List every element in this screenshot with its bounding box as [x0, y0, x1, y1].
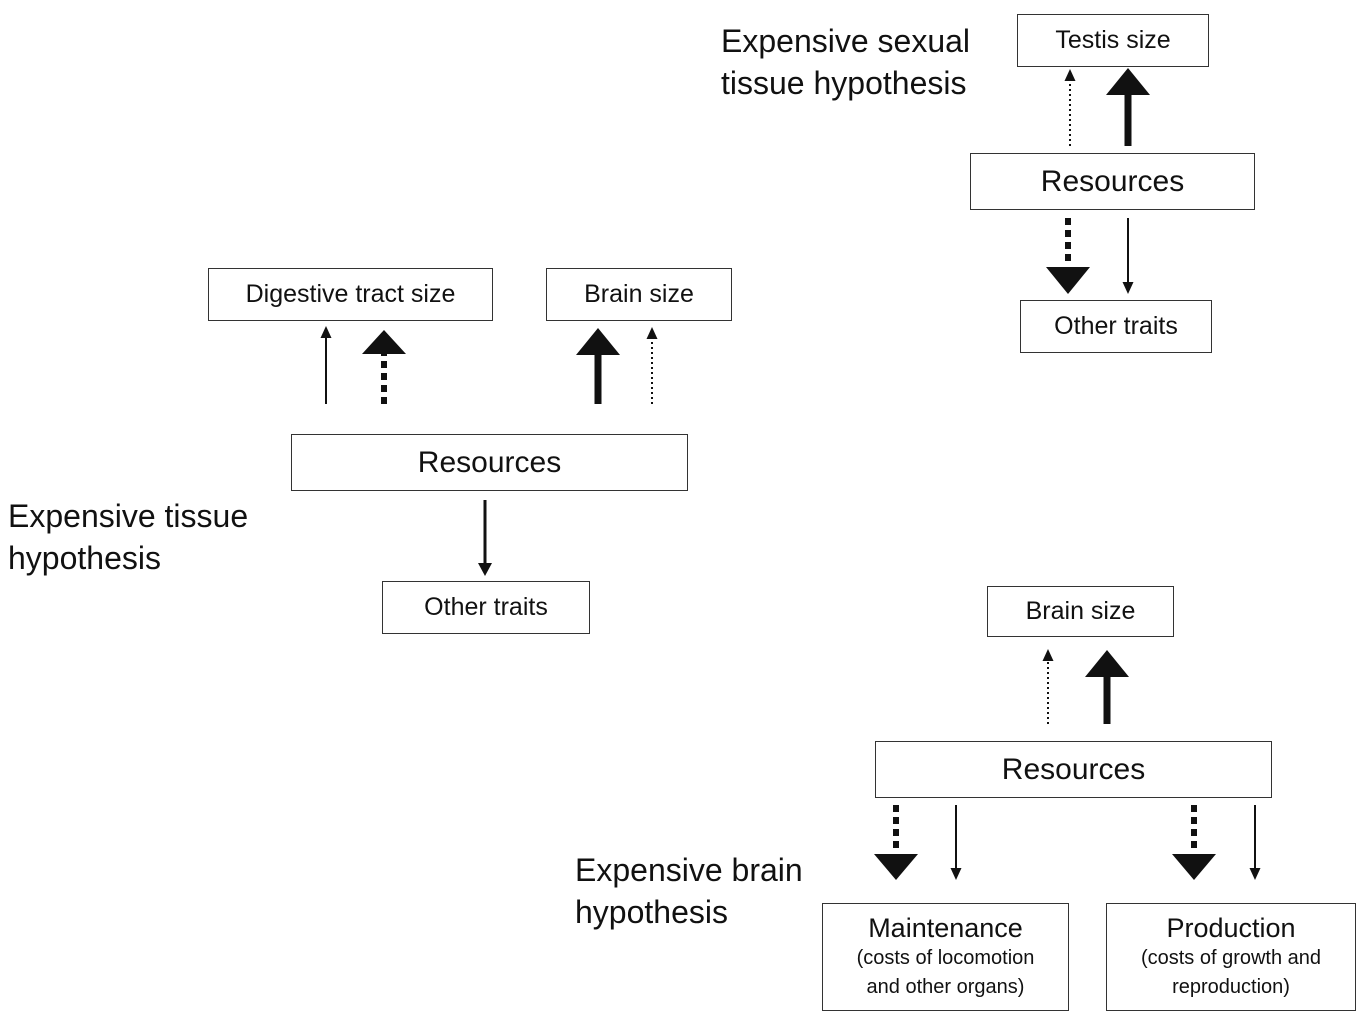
digestive-tract-size-box: Digestive tract size	[208, 268, 493, 321]
sexual-resources-box: Resources	[970, 153, 1255, 210]
production-thin-solid-arrow	[1249, 805, 1261, 880]
maintenance-text: Maintenance (costs of locomotion and oth…	[857, 912, 1035, 1002]
production-text: Production (costs of growth and reproduc…	[1141, 912, 1321, 1002]
expensive-tissue-title-line2: hypothesis	[8, 540, 161, 576]
sexual-testis-thin-dotted-arrow	[1064, 69, 1076, 146]
production-desc-line2: reproduction)	[1172, 976, 1290, 998]
maintenance-title: Maintenance	[868, 913, 1023, 943]
tissue-brain-size-box: Brain size	[546, 268, 732, 321]
sexual-other-thin-solid-arrow	[1122, 218, 1134, 294]
tissue-resources-label: Resources	[417, 445, 562, 479]
sexual-other-traits-box: Other traits	[1020, 300, 1212, 353]
maintenance-thick-dashed-arrow	[874, 805, 918, 880]
maintenance-box: Maintenance (costs of locomotion and oth…	[822, 903, 1069, 1011]
testis-size-box: Testis size	[1017, 14, 1209, 67]
production-box: Production (costs of growth and reproduc…	[1106, 903, 1356, 1011]
expensive-brain-title-line2: hypothesis	[575, 894, 728, 930]
expensive-sexual-tissue-title: Expensive sexual tissue hypothesis	[721, 20, 970, 104]
expensive-sexual-tissue-title-line1: Expensive sexual	[721, 23, 971, 59]
tissue-brain-thin-dotted-arrow	[646, 327, 658, 404]
tissue-other-traits-arrow	[478, 500, 492, 576]
tissue-brain-thick-solid-arrow	[576, 328, 620, 404]
tissue-brain-size-label: Brain size	[584, 280, 694, 308]
production-desc-line1: (costs of growth and	[1140, 947, 1322, 969]
brain-hyp-up-thin-dotted-arrow	[1042, 649, 1054, 724]
expensive-tissue-title: Expensive tissue hypothesis	[8, 495, 248, 579]
maintenance-thin-solid-arrow	[950, 805, 962, 880]
digestive-tract-size-label: Digestive tract size	[245, 280, 456, 308]
tissue-resources-box: Resources	[291, 434, 688, 491]
maintenance-desc-line2: and other organs)	[866, 976, 1025, 998]
expensive-tissue-title-line1: Expensive tissue	[8, 498, 249, 534]
brain-hyp-resources-label: Resources	[1001, 752, 1146, 786]
production-thick-dashed-arrow	[1172, 805, 1216, 880]
sexual-resources-label: Resources	[1040, 164, 1185, 198]
tissue-digestive-thin-solid-arrow	[320, 326, 332, 404]
brain-hyp-brain-size-box: Brain size	[987, 586, 1174, 637]
sexual-other-traits-label: Other traits	[1054, 312, 1178, 340]
brain-hyp-brain-size-label: Brain size	[1025, 597, 1136, 625]
sexual-testis-thick-solid-arrow	[1106, 68, 1150, 146]
tissue-other-traits-box: Other traits	[382, 581, 590, 634]
expensive-brain-title: Expensive brain hypothesis	[575, 849, 803, 933]
brain-hyp-up-thick-solid-arrow	[1085, 650, 1129, 724]
maintenance-desc-line1: (costs of locomotion	[856, 947, 1035, 969]
testis-size-label: Testis size	[1055, 26, 1171, 54]
expensive-sexual-tissue-title-line2: tissue hypothesis	[721, 65, 967, 101]
production-title: Production	[1166, 913, 1296, 943]
expensive-brain-title-line1: Expensive brain	[575, 852, 803, 888]
brain-hyp-resources-box: Resources	[875, 741, 1272, 798]
sexual-other-thick-dashed-arrow	[1046, 218, 1090, 294]
tissue-other-traits-label: Other traits	[424, 593, 548, 621]
tissue-digestive-thick-dashed-arrow	[362, 330, 406, 404]
